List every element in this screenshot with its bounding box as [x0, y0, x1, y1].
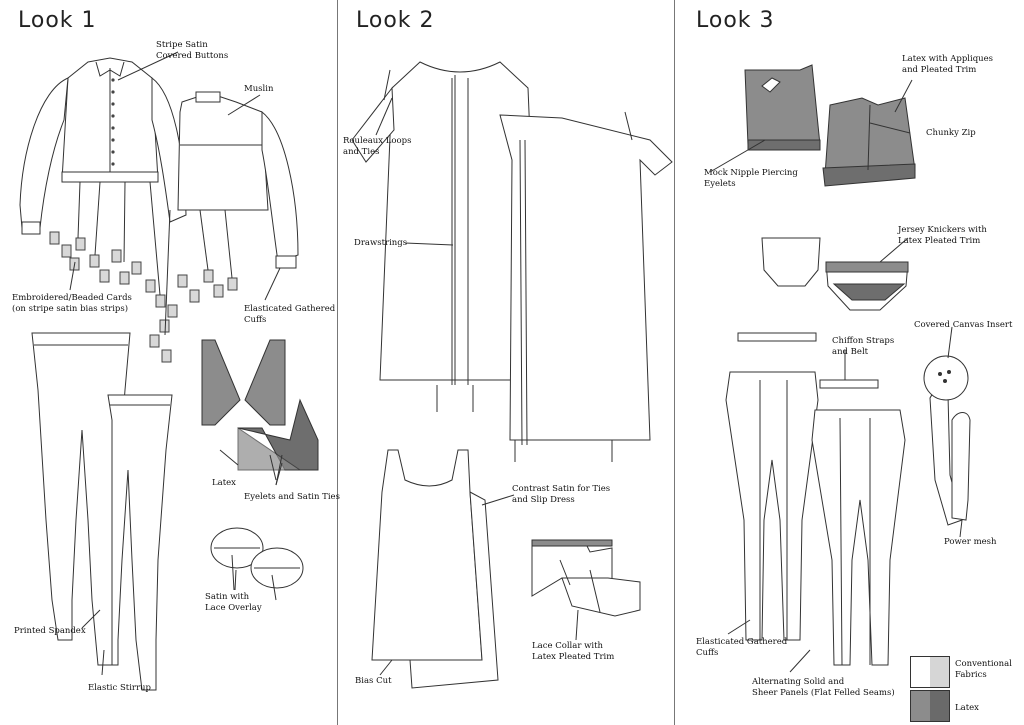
label-muslin: Muslin — [244, 84, 274, 94]
look1-satin-garters — [210, 527, 304, 601]
look-3-title: Look 3 — [696, 8, 775, 33]
label-jersey-knickers: Jersey Knickers with Latex Pleated Trim — [898, 225, 987, 246]
legend-label-latex: Latex — [955, 703, 979, 713]
label-latex-appliques: Latex with Appliques and Pleated Trim — [902, 54, 994, 75]
label-contrast-satin: Contrast Satin for Ties and Slip Dress — [512, 484, 611, 505]
label-printed-spandex: Printed Spandex — [14, 626, 86, 636]
label-eyelets-satin-ties: Eyelets and Satin Ties — [244, 492, 340, 502]
look3-harem-pants — [725, 332, 906, 666]
label-drawstrings: Drawstrings — [354, 238, 408, 248]
look2-coat — [351, 61, 673, 462]
leader-lines — [69, 51, 963, 676]
label-mock-nipple-eyelets: Mock Nipple Piercing Eyelets — [704, 168, 798, 189]
look3-knickers — [761, 237, 909, 311]
look2-lace-collar — [531, 539, 641, 617]
label-lace-collar: Lace Collar with Latex Pleated Trim — [532, 641, 615, 662]
divider-1 — [337, 0, 338, 725]
label-bias-cut: Bias Cut — [355, 676, 392, 686]
look1-leggings — [31, 332, 173, 691]
look1-blouse-front — [19, 57, 187, 235]
label-chiffon-straps: Chiffon Straps and Belt — [832, 336, 895, 357]
label-latex-1: Latex — [212, 478, 236, 488]
look3-latex-tops — [744, 64, 916, 187]
look3-mesh-gloves — [923, 355, 971, 526]
label-chunky-zip: Chunky Zip — [926, 128, 976, 138]
label-covered-canvas-insert: Covered Canvas Insert — [914, 320, 1013, 330]
look1-blouse-back — [177, 91, 299, 269]
legend-swatch-conventional — [910, 656, 950, 688]
look1-latex-bra — [201, 339, 319, 486]
legend-label-conventional: Conventional Fabrics — [955, 659, 1012, 680]
look2-slip-dress — [371, 449, 499, 689]
label-alternating-panels: Alternating Solid and Sheer Panels (Flat… — [752, 677, 895, 698]
label-rouleaux-loops: Rouleaux Loops and Ties — [343, 136, 412, 157]
label-elasticated-cuffs-3: Elasticated Gathered Cuffs — [696, 637, 788, 658]
label-power-mesh: Power mesh — [944, 537, 997, 547]
label-satin-lace-overlay: Satin with Lace Overlay — [205, 592, 262, 613]
divider-2 — [674, 0, 675, 725]
label-elasticated-cuffs-1: Elasticated Gathered Cuffs — [244, 304, 336, 325]
look-1-title: Look 1 — [18, 8, 97, 33]
label-stripe-satin-buttons: Stripe Satin Covered Buttons — [156, 40, 229, 61]
look-2-title: Look 2 — [356, 8, 435, 33]
label-elastic-stirrup: Elastic Stirrup — [88, 683, 151, 693]
look1-cards — [49, 181, 238, 363]
legend-swatch-latex — [910, 690, 950, 722]
label-embroidered-cards: Embroidered/Beaded Cards (on stripe sati… — [12, 293, 132, 314]
